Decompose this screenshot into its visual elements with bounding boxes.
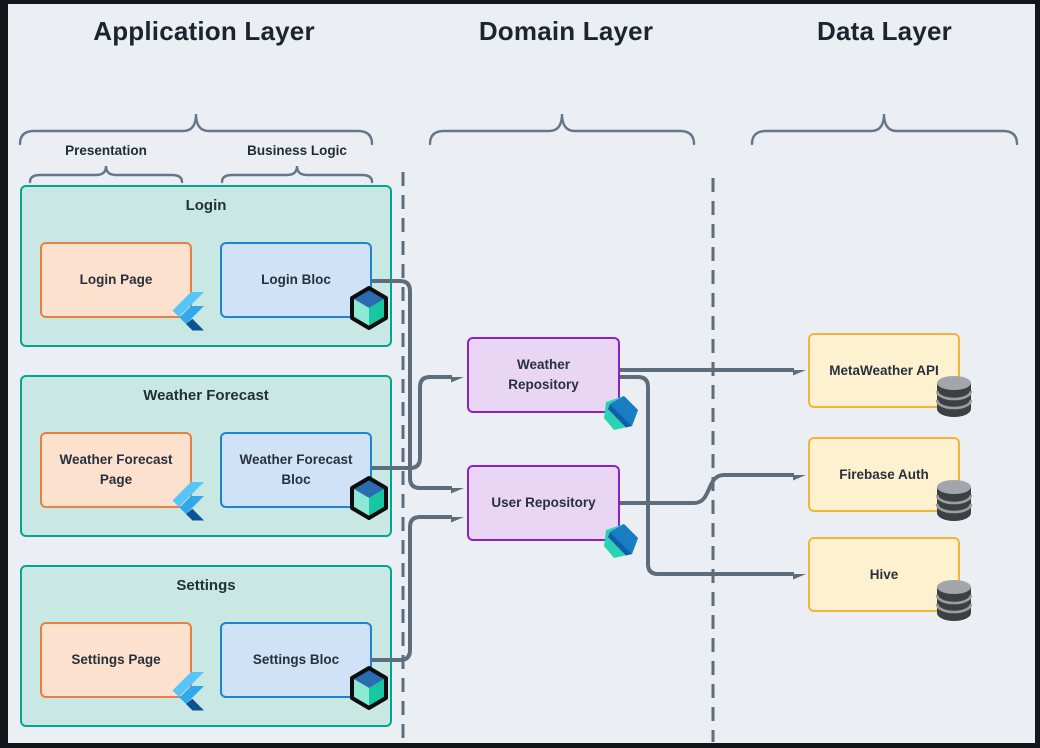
label-presentation: Presentation — [65, 143, 147, 158]
header-domain-layer: Domain Layer — [478, 16, 654, 46]
node-label: MetaWeather API — [829, 362, 939, 378]
dart-logo-icon — [604, 396, 638, 430]
brace-business-logic — [220, 165, 374, 184]
flutter-logo-icon — [172, 672, 204, 711]
node-user-repository: User Repository — [467, 465, 638, 558]
node-weather-repository: Weather Repository — [467, 337, 638, 430]
node-login-bloc: Login Bloc — [220, 242, 388, 330]
node-label: Hive — [869, 566, 899, 582]
flutter-logo-icon — [172, 292, 204, 331]
connector-weather-repository-to-hive — [620, 375, 794, 574]
group-settings: Settings Settings Page Settings Bloc — [20, 565, 392, 727]
brace-application-layer — [18, 113, 374, 146]
group-title: Weather Forecast — [143, 387, 269, 404]
node-label: Weather Repository — [508, 357, 579, 392]
dart-logo-icon — [604, 524, 638, 558]
group-title: Login — [185, 197, 227, 214]
group-title: Settings — [176, 577, 236, 594]
brace-domain-layer — [428, 113, 696, 146]
header-data-layer: Data Layer — [817, 16, 952, 46]
node-weather-forecast-bloc: Weather Forecast Bloc — [220, 432, 388, 520]
label-business-logic: Business Logic — [247, 143, 347, 158]
connector-user-repository-to-firebase-auth — [620, 473, 794, 505]
diagram-canvas: Application Layer Domain Layer Data Laye… — [8, 4, 1035, 743]
node-label: Weather Forecast Page — [59, 452, 173, 487]
node-label: Login Page — [79, 272, 153, 288]
node-label: Settings Page — [71, 652, 161, 668]
brace-presentation — [28, 165, 184, 184]
header-application-layer: Application Layer — [93, 16, 315, 46]
node-label: Settings Bloc — [252, 652, 340, 668]
database-icon — [935, 376, 973, 417]
database-icon — [935, 580, 973, 621]
flutter-logo-icon — [172, 482, 204, 521]
node-label: Login Bloc — [261, 272, 331, 288]
node-settings-bloc: Settings Bloc — [220, 622, 388, 710]
node-weather-forecast-page: Weather Forecast Page — [40, 432, 204, 521]
group-weather-forecast: Weather Forecast Weather Forecast Page W… — [20, 375, 392, 537]
node-label: Firebase Auth — [839, 466, 929, 482]
node-login-page: Login Page — [40, 242, 204, 331]
brace-data-layer — [750, 113, 1019, 146]
bloc-cube-icon — [350, 286, 388, 330]
bloc-cube-icon — [350, 666, 388, 710]
node-label: Weather Forecast Bloc — [239, 452, 353, 487]
node-settings-page: Settings Page — [40, 622, 204, 711]
database-icon — [935, 480, 973, 521]
node-metaweather-api: MetaWeather API — [808, 333, 973, 417]
node-hive: Hive — [808, 537, 973, 621]
node-firebase-auth: Firebase Auth — [808, 437, 973, 521]
group-login: Login Login Page Login Bloc — [20, 185, 392, 347]
node-label: User Repository — [491, 495, 596, 511]
